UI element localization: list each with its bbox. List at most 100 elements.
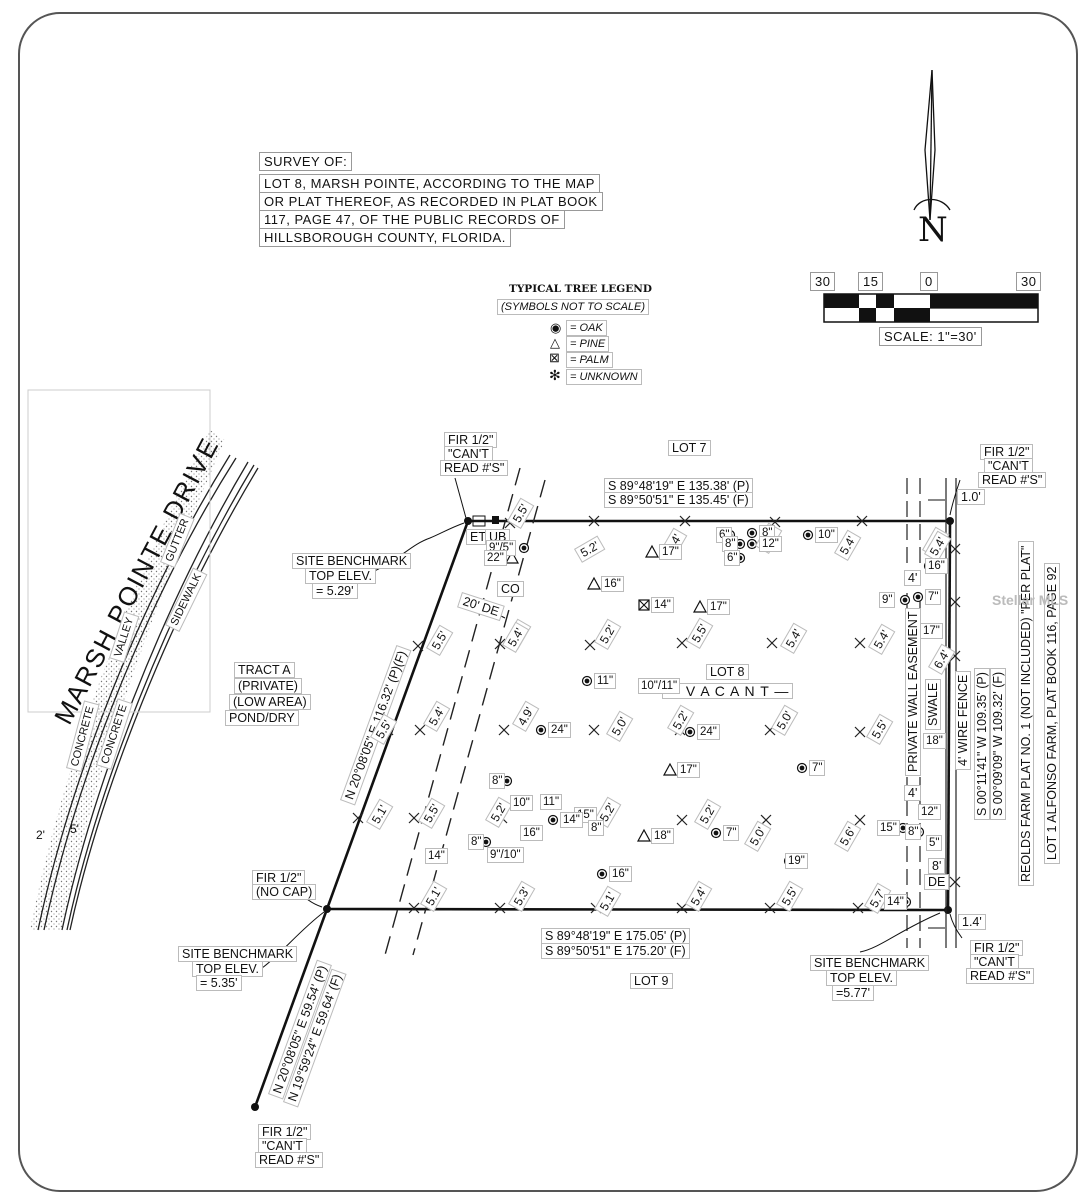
fir-bottom-right-2: "CAN'T	[970, 954, 1019, 970]
fir-top-left-3: READ #'S"	[440, 460, 509, 476]
spot-elevation-mark	[588, 515, 600, 527]
north-bearing-field: S 89°50'51" E 135.45' (F)	[604, 492, 753, 508]
benchmark-3-line-2: TOP ELEV.	[826, 970, 898, 986]
survey-line-1: LOT 8, MARSH POINTE, ACCORDING TO THE MA…	[259, 174, 600, 193]
spot-elevation-mark	[676, 637, 688, 649]
spot-elevation-mark	[766, 637, 778, 649]
fir-nocap-2: (NO CAP)	[252, 884, 317, 900]
south-bearing-field: S 89°50'51" E 175.20' (F)	[541, 943, 690, 959]
lot-8-label: LOT 8	[706, 664, 749, 680]
north-letter: N	[918, 210, 948, 250]
oak-tree-icon	[796, 762, 808, 774]
spot-elevation-mark	[414, 724, 426, 736]
tract-a-line-4: POND/DRY	[225, 710, 299, 726]
tree-size-label: 7"	[809, 760, 826, 776]
oak-tree-icon	[684, 726, 696, 738]
pine-tree-icon	[636, 828, 652, 842]
tree-size-label: 17"	[920, 623, 943, 639]
tree-size-label: 7"	[925, 589, 942, 605]
tree-size-label: 8"	[489, 773, 506, 789]
curb-lines	[37, 454, 259, 931]
oak-tree-icon	[581, 675, 593, 687]
oak-tree-icon	[802, 529, 814, 541]
oak-tree-icon	[899, 594, 911, 606]
tract-a-line-3: (LOW AREA)	[229, 694, 311, 710]
oak-tree-icon	[518, 542, 530, 554]
dim-1-0-label: 1.0'	[957, 489, 985, 505]
lot-boundary	[253, 519, 952, 1108]
east-bearing-field: S 00°09'09" W 109.32' (F)	[990, 667, 1006, 820]
fir-bottom-left-3: READ #'S"	[255, 1152, 324, 1168]
fir-top-right-2: "CAN'T	[984, 458, 1033, 474]
dim-5-label: 5'	[70, 822, 79, 836]
scale-tick-15: 15	[858, 272, 884, 291]
corner-markers	[251, 517, 954, 1111]
pine-tree-icon	[586, 576, 602, 590]
benchmark-3-line-3: =5.77'	[832, 985, 875, 1001]
dim-4b-label: 4'	[904, 785, 922, 801]
legend-pine: = PINE	[566, 336, 610, 352]
swale-label: SWALE	[925, 678, 941, 730]
tree-size-label: 6"	[724, 550, 741, 566]
benchmark-2-line-3: = 5.35'	[196, 975, 242, 991]
benchmark-3-line-1: SITE BENCHMARK	[810, 955, 930, 971]
survey-line-2: OR PLAT THEREOF, AS RECORDED IN PLAT BOO…	[259, 192, 603, 211]
tree-size-label: 9"/10"	[487, 847, 524, 863]
tree-size-label: 16"	[520, 825, 543, 841]
spot-elevation-mark	[852, 902, 864, 914]
dim-2-label: 2'	[36, 828, 45, 842]
spot-elevation-mark	[676, 814, 688, 826]
watermark: Stellar MLS	[992, 592, 1069, 608]
pine-tree-icon	[692, 599, 708, 613]
tree-size-label: 8"	[905, 824, 922, 840]
spot-elevation-mark	[494, 902, 506, 914]
spot-elevation-mark	[949, 596, 961, 608]
spot-elevation-mark	[584, 639, 596, 651]
spot-elevation-mark	[854, 726, 866, 738]
fir-top-right-3: READ #'S"	[978, 472, 1047, 488]
scale-label: SCALE: 1"=30'	[879, 327, 982, 346]
tree-size-label: 8"	[588, 820, 605, 836]
tree-size-label: 14"	[425, 848, 448, 864]
pine-tree-icon	[644, 544, 660, 558]
scale-tick-30-left: 30	[810, 272, 836, 291]
tree-size-label: 14"	[560, 812, 583, 828]
scale-tick-0: 0	[920, 272, 938, 291]
oak-tree-icon	[596, 868, 608, 880]
spot-elevation-mark	[856, 515, 868, 527]
spot-elevation-mark	[679, 515, 691, 527]
fir-bottom-right-3: READ #'S"	[966, 968, 1035, 984]
lot-9-label: LOT 9	[630, 973, 673, 989]
spot-elevation-mark	[352, 812, 364, 824]
fir-top-left-1: FIR 1/2"	[444, 432, 498, 448]
spot-elevation-mark	[949, 876, 961, 888]
spot-elevation-mark	[854, 814, 866, 826]
palm-icon: ⊠	[549, 350, 560, 365]
spot-elevation-mark	[498, 724, 510, 736]
tree-size-label: 11"	[540, 794, 563, 810]
dim-4-label: 4'	[904, 570, 922, 586]
survey-heading: SURVEY OF:	[259, 152, 353, 171]
tree-size-label: 17"	[677, 762, 700, 778]
scale-bar	[823, 293, 1039, 323]
tree-size-label: 16"	[601, 576, 624, 592]
tree-size-label: 24"	[548, 722, 571, 738]
oak-tree-icon	[547, 814, 559, 826]
tree-size-label: 16"	[925, 558, 948, 574]
tree-size-label: 15"	[877, 820, 900, 836]
tree-size-label: 14"	[651, 597, 674, 613]
pine-tree-icon	[504, 550, 520, 564]
oak-tree-icon	[710, 827, 722, 839]
north-arrow	[913, 69, 951, 221]
unknown-tree-icon: ✻	[549, 367, 561, 383]
survey-line-3: 117, PAGE 47, OF THE PUBLIC RECORDS OF	[259, 210, 565, 229]
tree-size-label: 16"	[609, 866, 632, 882]
tree-size-label: 9"	[879, 592, 896, 608]
tree-size-label: 14"	[884, 894, 907, 910]
benchmark-1-line-3: = 5.29'	[312, 583, 358, 599]
tree-size-label: 5"	[926, 835, 943, 851]
oak-tree-icon	[535, 724, 547, 736]
spot-elevation-mark	[764, 902, 776, 914]
spot-elevation-mark	[408, 902, 420, 914]
vacant-label: — V A C A N T —	[662, 683, 794, 699]
